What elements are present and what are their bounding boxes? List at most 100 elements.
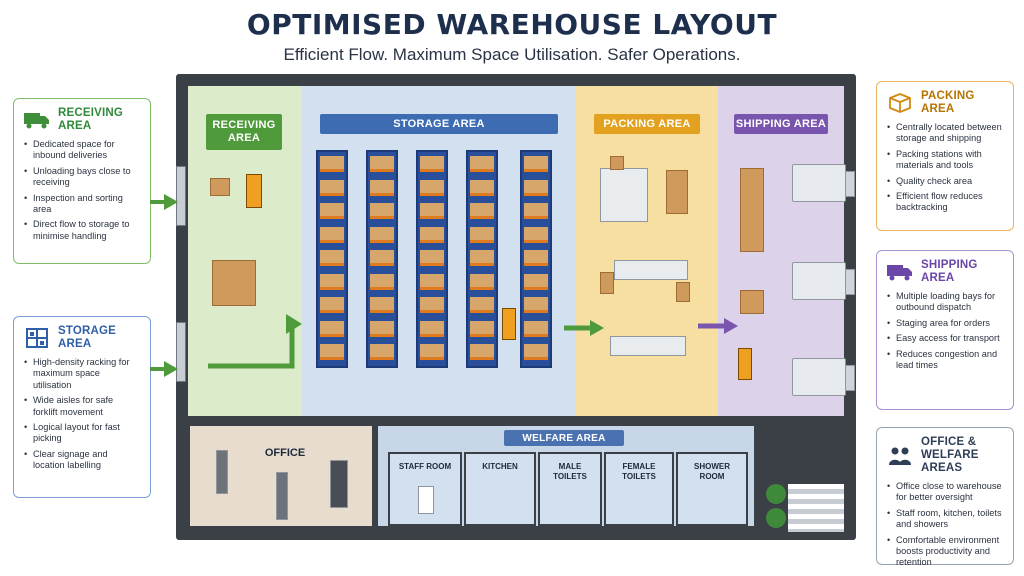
rack-shelf — [320, 297, 344, 313]
list-item: Staging area for orders — [887, 318, 1003, 330]
shrub-icon — [766, 484, 786, 504]
pallet — [676, 282, 690, 302]
list-item: Quality check area — [887, 176, 1003, 188]
rack-shelf — [370, 320, 394, 337]
rack-shelf — [370, 156, 394, 172]
packing-info-card: PACKING AREA Centrally located between s… — [876, 81, 1014, 231]
office-room: OFFICE — [188, 424, 374, 528]
box-icon — [887, 92, 913, 114]
forklift-icon — [502, 308, 516, 340]
shipping-card-list: Multiple loading bays for outbound dispa… — [887, 291, 1003, 371]
storage-rack — [316, 150, 348, 368]
truck-icon — [24, 109, 50, 131]
list-item: Clear signage and location labelling — [24, 449, 140, 472]
packing-zone: PACKING AREA — [576, 86, 718, 416]
list-item: Staff room, kitchen, toilets and showers — [887, 508, 1003, 531]
pallet — [210, 178, 230, 196]
receiving-zone: RECEIVING AREA — [188, 86, 302, 416]
warehouse-floor-plan: RECEIVING AREA STORAGE AREA PACKING AREA… — [176, 74, 856, 540]
storage-zone: STORAGE AREA — [302, 86, 576, 416]
rack-shelf — [420, 203, 444, 219]
rack-shelf — [524, 273, 548, 290]
rack-shelf — [420, 226, 444, 243]
list-item: Direct flow to storage to minimise handl… — [24, 219, 140, 242]
rack-shelf — [524, 156, 548, 172]
rack-shelf — [370, 273, 394, 290]
rack-shelf — [370, 297, 394, 313]
shower-room-label: SHOWER ROOM — [694, 462, 730, 481]
list-item: High-density racking for maximum space u… — [24, 357, 140, 391]
shipping-zone-label: SHIPPING AREA — [734, 114, 828, 134]
rack-shelf — [320, 226, 344, 243]
forklift-icon — [738, 348, 752, 380]
pedestrian-crossing — [788, 484, 844, 532]
receiving-card-title: RECEIVING AREA — [58, 107, 124, 132]
rack-shelf — [320, 273, 344, 290]
loading-door — [176, 166, 186, 226]
rack-shelf — [524, 203, 548, 219]
rack-shelf — [470, 203, 494, 219]
inbound-arrow — [150, 361, 178, 377]
list-item: Efficient flow reduces backtracking — [887, 191, 1003, 214]
staff-table — [418, 486, 434, 514]
list-item: Centrally located between storage and sh… — [887, 122, 1003, 145]
staff-room: STAFF ROOM — [388, 452, 462, 526]
receiving-card-list: Dedicated space for inbound deliveries U… — [24, 139, 140, 242]
shower-room: SHOWER ROOM — [676, 452, 748, 526]
rack-shelf — [470, 273, 494, 290]
list-item: Unloading bays close to receiving — [24, 166, 140, 189]
storage-rack — [466, 150, 498, 368]
page-subtitle: Efficient Flow. Maximum Space Utilisatio… — [283, 45, 741, 64]
rack-shelf — [470, 344, 494, 360]
rack-shelf — [470, 297, 494, 313]
delivery-truck-icon — [792, 358, 855, 396]
pallet — [610, 156, 624, 170]
list-item: Office close to warehouse for better ove… — [887, 481, 1003, 504]
rack-shelf — [470, 250, 494, 266]
female-toilets-room: FEMALE TOILETS — [604, 452, 674, 526]
flow-arrow — [208, 314, 302, 369]
male-toilets-label: MALE TOILETS — [553, 462, 587, 481]
rack-shelf — [470, 226, 494, 243]
forklift-icon — [246, 174, 262, 208]
rack-shelf — [370, 250, 394, 266]
rack-shelf — [370, 226, 394, 243]
office-desk — [216, 450, 228, 494]
shipping-zone: SHIPPING AREA — [718, 86, 855, 416]
flow-arrow — [698, 318, 738, 334]
rack-shelf — [320, 250, 344, 266]
people-icon — [887, 445, 913, 467]
rack-shelf — [420, 179, 444, 196]
packing-station — [610, 336, 686, 356]
staff-room-label: STAFF ROOM — [398, 462, 452, 471]
rack-shelf — [524, 344, 548, 360]
storage-zone-label: STORAGE AREA — [320, 114, 558, 134]
rack-shelf — [420, 156, 444, 172]
list-item: Comfortable environment boosts productiv… — [887, 535, 1003, 569]
packing-card-list: Centrally located between storage and sh… — [887, 122, 1003, 214]
rack-shelf — [320, 344, 344, 360]
storage-info-card: STORAGE AREA High-density racking for ma… — [13, 316, 151, 498]
rack-shelf — [420, 297, 444, 313]
delivery-truck-icon — [792, 164, 855, 202]
pallet — [212, 260, 256, 306]
storage-rack — [366, 150, 398, 368]
list-item: Multiple loading bays for outbound dispa… — [887, 291, 1003, 314]
pallet — [666, 170, 688, 214]
rack-shelf — [470, 156, 494, 172]
rack-shelf — [320, 179, 344, 196]
delivery-truck-icon — [792, 262, 855, 300]
flow-arrow — [564, 320, 604, 336]
rack-shelf — [370, 179, 394, 196]
list-item: Easy access for transport — [887, 333, 1003, 345]
racking-icon — [24, 327, 50, 349]
shrub-icon — [766, 508, 786, 528]
packing-station — [614, 260, 688, 280]
receiving-info-card: RECEIVING AREA Dedicated space for inbou… — [13, 98, 151, 264]
pallet — [740, 290, 764, 314]
shipping-info-card: SHIPPING AREA Multiple loading bays for … — [876, 250, 1014, 410]
list-item: Dedicated space for inbound deliveries — [24, 139, 140, 162]
receiving-zone-label: RECEIVING AREA — [206, 114, 282, 150]
list-item: Wide aisles for safe forklift movement — [24, 395, 140, 418]
storage-card-title: STORAGE AREA — [58, 325, 117, 350]
